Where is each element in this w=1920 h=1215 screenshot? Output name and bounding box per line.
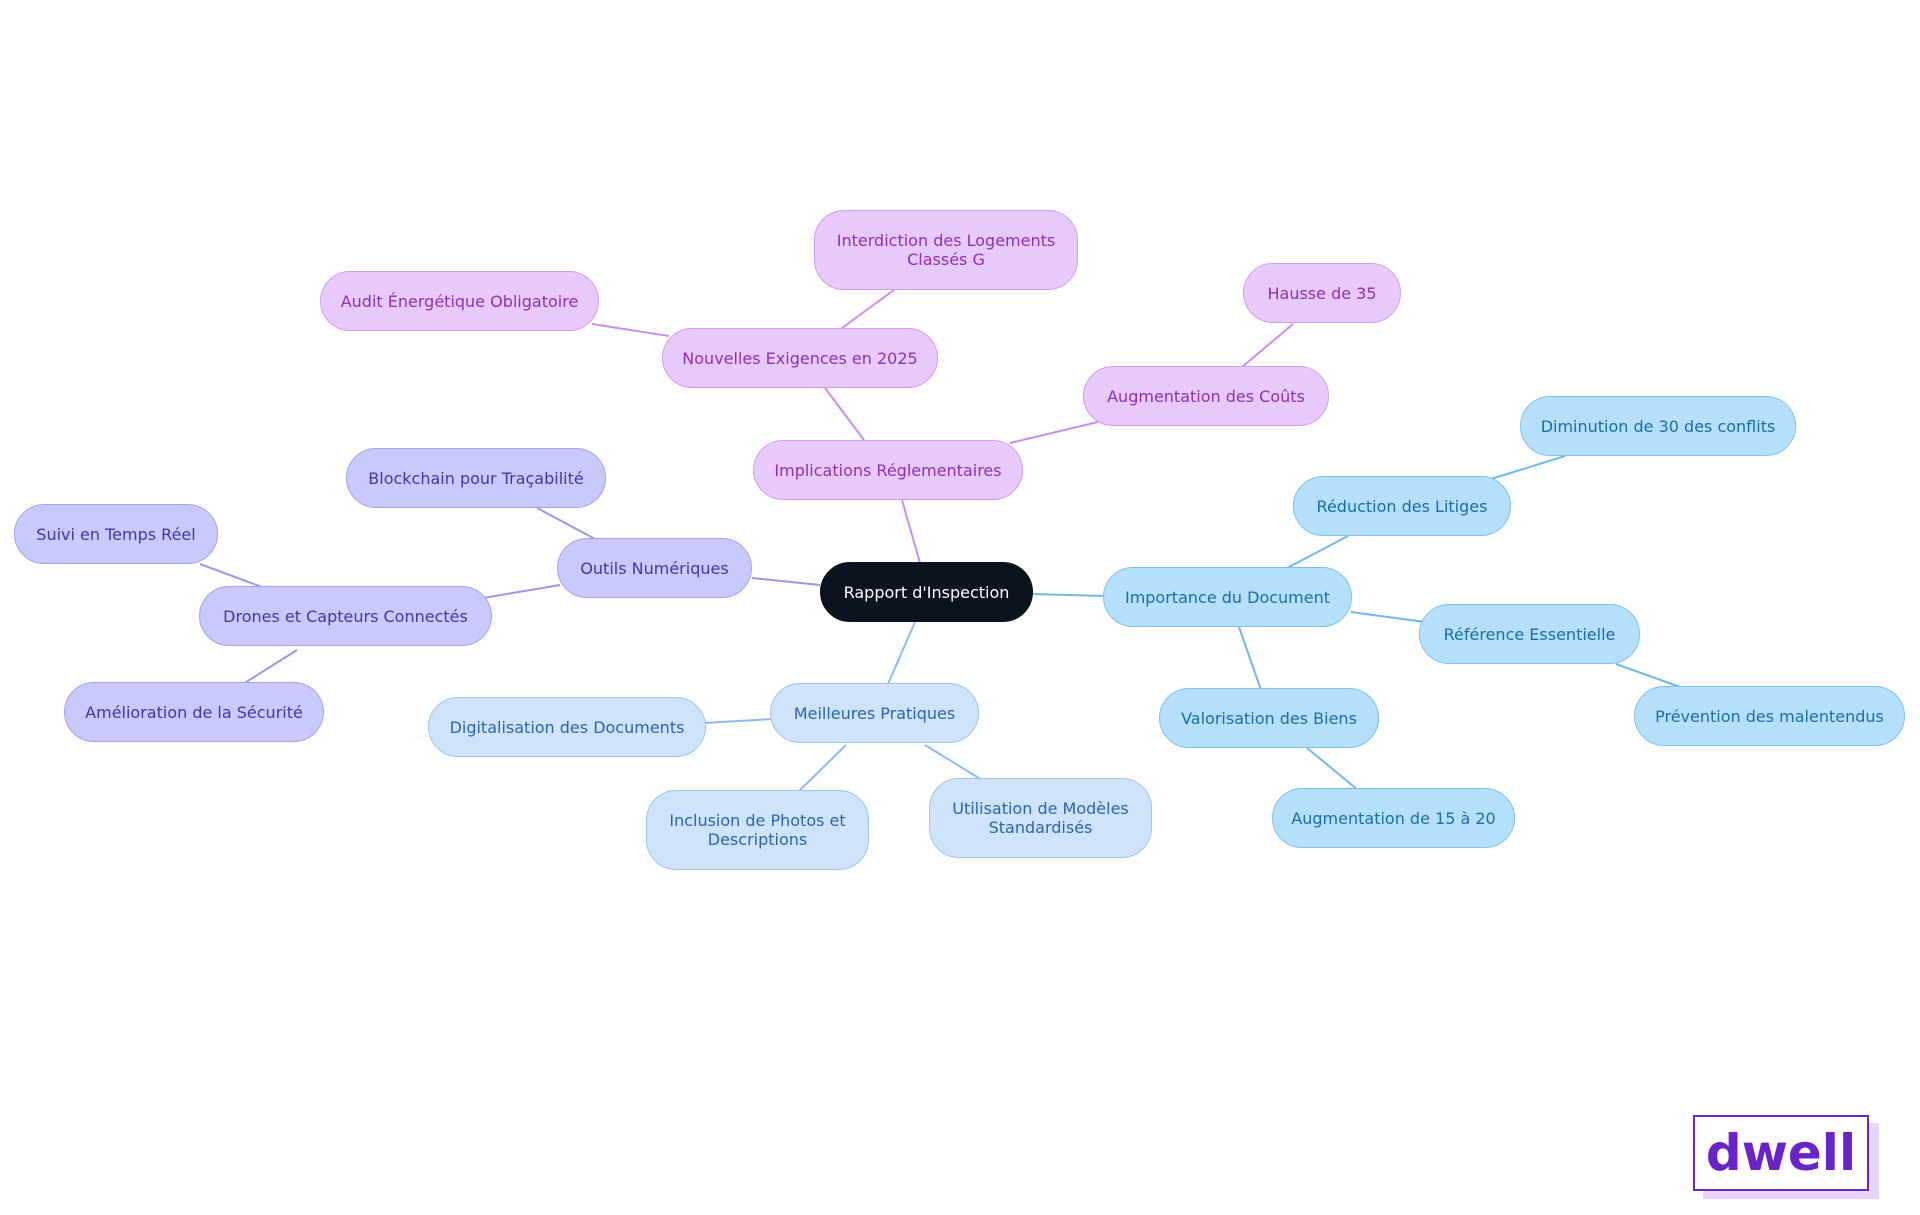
node-safety-improvement: Amélioration de la Sécurité (64, 682, 324, 742)
edge-importance-disputes (1286, 535, 1349, 569)
edge-drones-realtime (199, 563, 263, 588)
node-regulatory-implications: Implications Réglementaires (753, 440, 1023, 500)
edge-root-importance (1032, 593, 1106, 597)
node-cost-increase: Augmentation des Coûts (1083, 366, 1329, 426)
edge-disputes-conflicts (1490, 455, 1566, 480)
edge-valuation-increase (1306, 747, 1359, 791)
node-digitalisation: Digitalisation des Documents (428, 697, 706, 757)
root-node: Rapport d'Inspection (820, 562, 1033, 622)
node-photos-descriptions: Inclusion de Photos et Descriptions (646, 790, 869, 870)
edge-reference-misunderstanding (1615, 663, 1684, 689)
edge-cost-increase-rise (1241, 323, 1294, 368)
edge-root-regulatory (901, 499, 921, 564)
node-conflict-decrease: Diminution de 30 des conflits (1520, 396, 1796, 456)
edge-importance-valuation (1238, 626, 1262, 691)
edge-new-requirements-energy-audit (591, 323, 670, 337)
node-dispute-reduction: Réduction des Litiges (1293, 476, 1511, 536)
node-g-class-ban: Interdiction des Logements Classés G (814, 210, 1078, 290)
node-realtime-tracking: Suivi en Temps Réel (14, 504, 218, 564)
brand-logo: dwell (1693, 1115, 1869, 1191)
edge-regulatory-cost-increase (1009, 421, 1099, 444)
node-property-valuation: Valorisation des Biens (1159, 688, 1379, 748)
edge-regulatory-new-requirements (824, 387, 865, 441)
edge-best-practices-digitalisation (703, 718, 774, 724)
node-essential-reference: Référence Essentielle (1419, 604, 1640, 664)
edge-root-digital-tools (751, 577, 821, 586)
node-document-importance: Importance du Document (1103, 567, 1352, 627)
brand-logo-text: dwell (1705, 1124, 1857, 1182)
node-best-practices: Meilleures Pratiques (770, 683, 979, 743)
edge-root-best-practices (887, 621, 916, 685)
node-digital-tools: Outils Numériques (557, 538, 752, 598)
edge-best-practices-photos (797, 744, 847, 793)
edge-digital-tools-blockchain (536, 507, 598, 541)
node-value-increase: Augmentation de 15 à 20 (1272, 788, 1515, 848)
node-drones-sensors: Drones et Capteurs Connectés (199, 586, 492, 646)
node-rise-35: Hausse de 35 (1243, 263, 1401, 323)
node-energy-audit: Audit Énergétique Obligatoire (320, 271, 599, 331)
node-blockchain: Blockchain pour Traçabilité (346, 448, 606, 508)
edge-best-practices-templates (924, 744, 983, 781)
node-misunderstanding-prevention: Prévention des malentendus (1634, 686, 1905, 746)
node-new-requirements-2025: Nouvelles Exigences en 2025 (662, 328, 938, 388)
node-standard-templates: Utilisation de Modèles Standardisés (929, 778, 1152, 858)
edge-drones-safety (242, 649, 298, 685)
edge-importance-reference (1350, 611, 1426, 623)
edge-new-requirements-g-ban (841, 289, 895, 329)
edge-digital-tools-drones (482, 584, 561, 599)
